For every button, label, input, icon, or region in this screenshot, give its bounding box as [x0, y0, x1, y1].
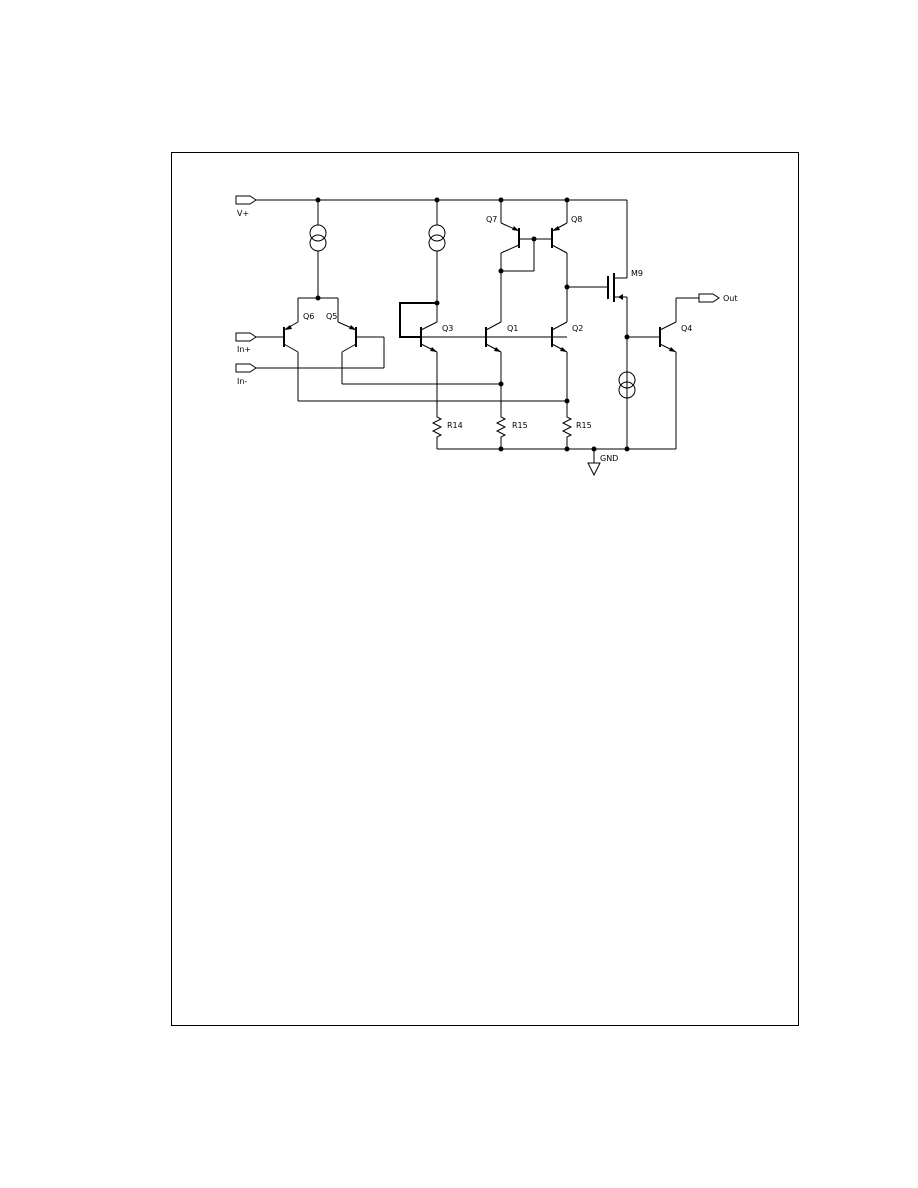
r15a-label: R15 [512, 421, 528, 430]
q2-transistor [551, 321, 568, 414]
in-minus-port [235, 336, 385, 373]
resistor-r15a [495, 414, 507, 449]
q3-transistor [399, 302, 567, 414]
q2-label: Q2 [572, 324, 583, 333]
out-port [676, 293, 720, 303]
gnd-label: GND [600, 454, 618, 463]
r15b-label: R15 [576, 421, 592, 430]
in-plus-label: In+ [237, 345, 251, 354]
q7-transistor [500, 200, 552, 322]
resistor-r14 [431, 414, 443, 449]
ground-symbol [587, 449, 601, 477]
m9-label: M9 [631, 269, 643, 278]
q4-label: Q4 [681, 324, 692, 333]
q6-transistor [283, 298, 299, 401]
q6-label: Q6 [303, 312, 314, 321]
q1-transistor [485, 321, 502, 414]
q5-label: Q5 [326, 312, 337, 321]
q1-label: Q1 [507, 324, 518, 333]
q3-label: Q3 [442, 324, 453, 333]
m9-transistor [607, 273, 660, 449]
resistor-r15b [561, 414, 573, 449]
junction-dots [315, 197, 630, 452]
vplus-label: V+ [237, 209, 249, 218]
out-label: Out [723, 294, 738, 303]
current-source-tail [298, 200, 338, 299]
in-plus-port [235, 332, 284, 342]
q5-transistor [337, 298, 501, 385]
q4-transistor [659, 298, 677, 449]
page-frame [171, 152, 799, 1026]
q7-label: Q7 [486, 215, 497, 224]
r14-label: R14 [447, 421, 463, 430]
vplus-port [235, 195, 257, 205]
in-minus-label: In- [237, 377, 247, 386]
current-source-q3 [428, 200, 446, 322]
q8-label: Q8 [571, 215, 582, 224]
current-source-output [618, 371, 636, 399]
